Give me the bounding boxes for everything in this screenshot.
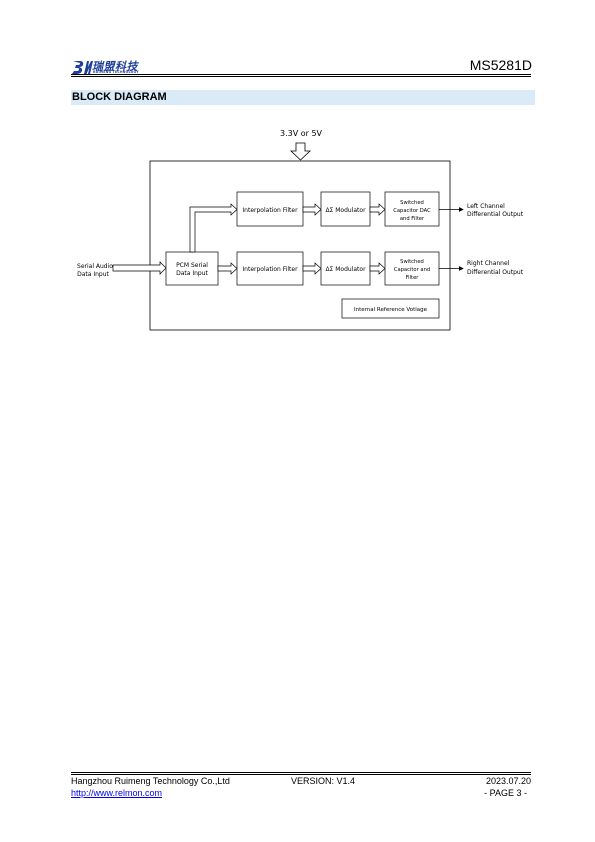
company-logo — [72, 61, 93, 74]
footer-date: 2023.07.20 — [485, 776, 531, 786]
bottom-arrow-2 — [369, 262, 386, 275]
bottom-dac-label-line1: Switched — [400, 259, 424, 265]
top-dac-label-line3: and Filter — [400, 216, 425, 222]
input-label-line1: Serial Audio — [77, 263, 113, 270]
pcm-label-line1: PCM Serial — [176, 262, 208, 269]
input-arrow — [112, 261, 167, 275]
pcm-label-line2: Data Input — [176, 270, 208, 277]
chip-boundary — [149, 160, 451, 331]
supply-label: 3.3V or 5V — [280, 129, 323, 138]
section-heading-bar — [71, 90, 535, 105]
section-title: BLOCK DIAGRAM — [72, 91, 167, 103]
header-rule-thick — [71, 74, 531, 75]
pcm-to-top-arrow — [189, 203, 238, 253]
left-output-label-line2: Differential Output — [467, 211, 524, 218]
right-output-label-line1: Right Channel — [467, 260, 510, 267]
bottom-interpolation-filter-label: Interpolation Filter — [242, 266, 298, 273]
logo-wordmark: 瑞盟科技 — [92, 60, 138, 73]
footer-company: Hangzhou Ruimeng Technology Co.,Ltd — [71, 776, 230, 786]
top-interpolation-filter-label: Interpolation Filter — [242, 207, 298, 214]
header-rule-thin — [71, 76, 531, 77]
internal-reference-label: Internal Reference Votlage — [354, 307, 428, 313]
footer-rule-thin — [71, 774, 531, 775]
bottom-dac-block — [384, 251, 440, 286]
footer-page-number: - PAGE 3 - — [484, 788, 527, 798]
bottom-arrow-1 — [302, 262, 322, 275]
footer-rule-thick — [71, 772, 531, 773]
top-modulator-block — [320, 191, 371, 227]
input-label-line2: Data Input — [77, 271, 109, 278]
pcm-to-bottom-arrow — [217, 262, 238, 275]
top-dac-block — [384, 191, 440, 227]
top-arrow-2 — [369, 203, 386, 216]
top-interpolation-filter-block — [236, 191, 304, 227]
logo-subtext: RUIMENG TECHNOLOGY — [93, 70, 139, 74]
supply-arrow — [289, 142, 312, 161]
footer-website-link[interactable]: http://www.relmon.com — [71, 788, 163, 798]
top-arrow-1 — [302, 203, 322, 216]
bottom-dac-label-line3: Filter — [406, 275, 420, 281]
top-modulator-label: ΔΣ Modulator — [325, 207, 366, 214]
top-dac-label-line1: Switched — [400, 200, 424, 206]
bottom-modulator-label: ΔΣ Modulator — [325, 266, 366, 273]
top-dac-label-line2: Capacitor DAC — [393, 208, 431, 214]
bottom-dac-label-line2: Capacitor and — [394, 267, 430, 273]
left-output-label-line1: Left Channel — [467, 203, 505, 210]
pcm-serial-block — [165, 251, 219, 286]
internal-reference-block — [341, 298, 440, 319]
footer-version: VERSION: V1.4 — [291, 776, 356, 786]
document-id: MS5281D — [469, 57, 532, 73]
right-output-label-line2: Differential Output — [467, 269, 524, 276]
